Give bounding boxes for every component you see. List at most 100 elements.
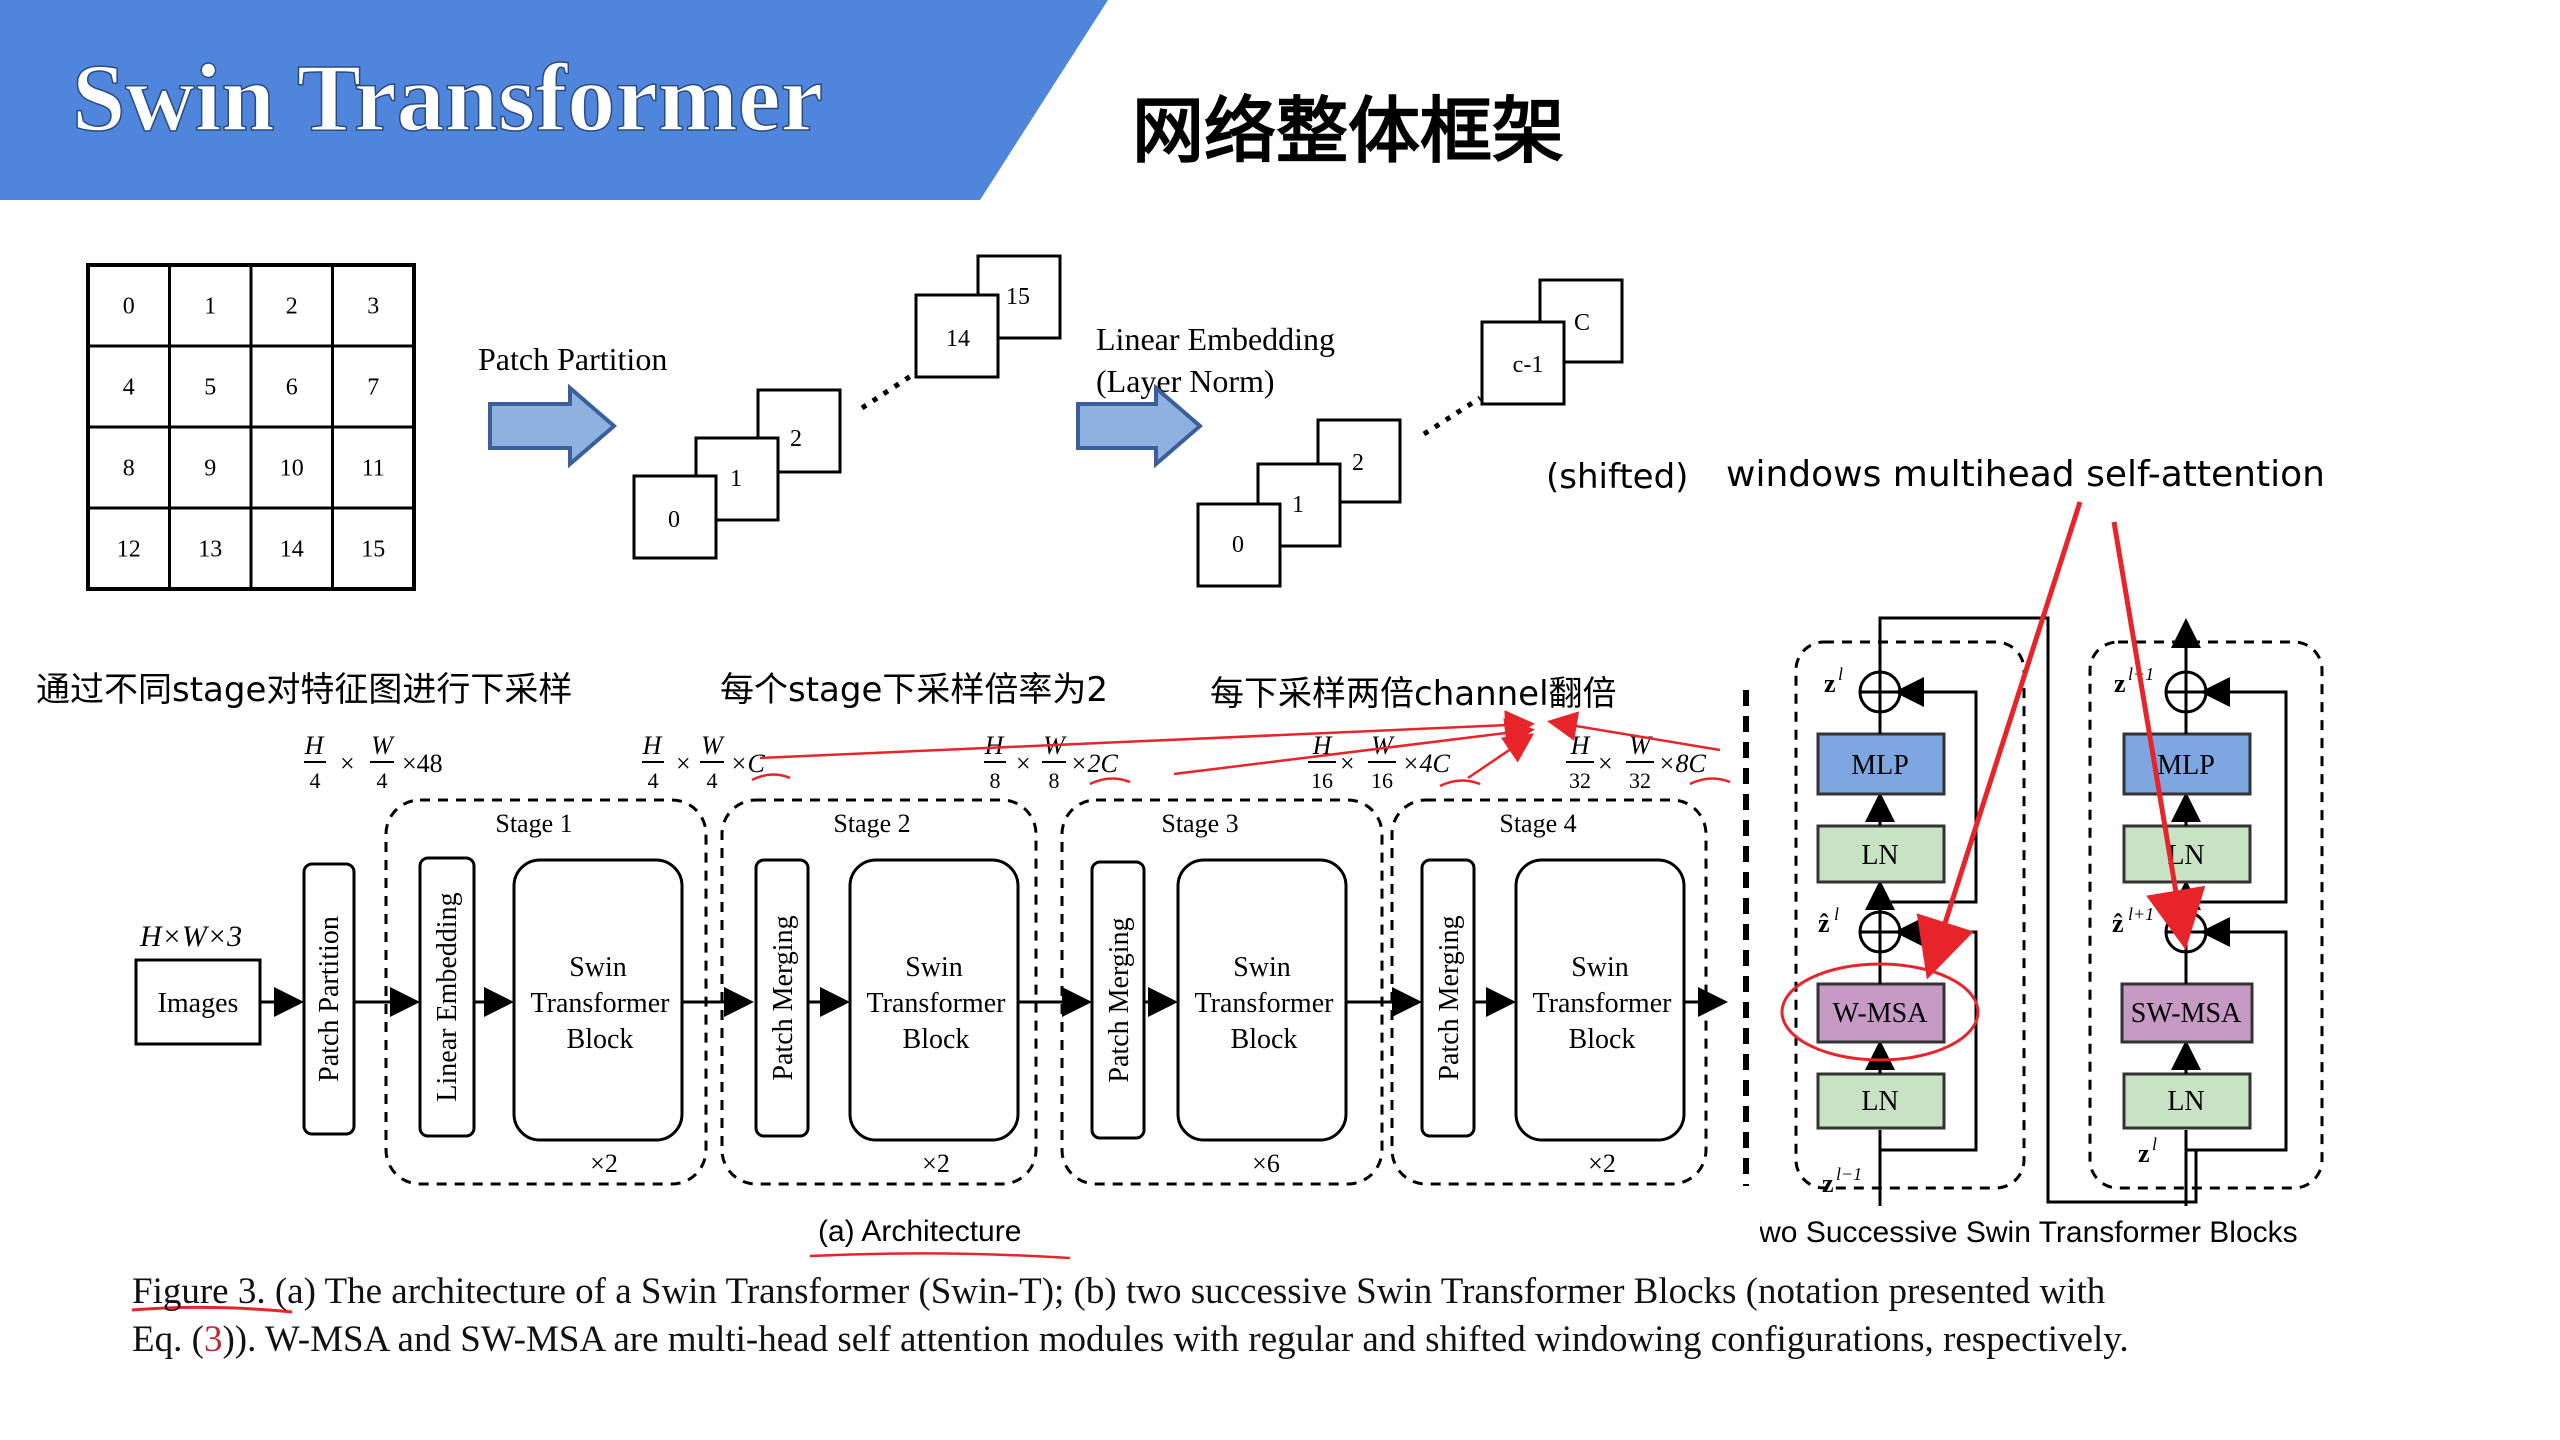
- svg-text:H: H: [642, 731, 663, 760]
- grid-cell: 13: [198, 537, 222, 563]
- grid-cell: 14: [280, 537, 304, 563]
- stage-1-label: Stage 1: [495, 809, 572, 838]
- grid-cell: 15: [361, 537, 385, 563]
- svg-text:×2C: ×2C: [1070, 749, 1119, 778]
- svg-text:Block: Block: [1569, 1024, 1636, 1055]
- partition-arrow: [488, 383, 618, 469]
- embedding-stack-label: 1: [1292, 492, 1304, 518]
- patch-merging-box-3: [1090, 860, 1146, 1140]
- svg-text:z: z: [2138, 1139, 2150, 1168]
- svg-text:32: 32: [1629, 768, 1651, 793]
- grid-cell: 3: [367, 294, 379, 320]
- svg-text:l: l: [1834, 904, 1839, 924]
- svg-text:8: 8: [1049, 768, 1060, 793]
- svg-text:l+1: l+1: [2128, 904, 2154, 924]
- header-banner: Swin Transformer: [0, 0, 1108, 200]
- svg-text:×: ×: [676, 749, 691, 778]
- dim-label-2: H 8 × W 8 ×2C: [984, 731, 1119, 793]
- wmsa-note: windows multihead self-attention: [1726, 454, 2325, 495]
- embedding-stack-label: 0: [1232, 532, 1244, 558]
- partition-far-label: 15: [1006, 284, 1030, 310]
- svg-text:Swin: Swin: [1571, 952, 1629, 983]
- svg-text:4: 4: [707, 768, 718, 793]
- grid-cell: 12: [117, 537, 141, 563]
- dim-label-1: H 4 × W 4 ×C: [642, 731, 766, 793]
- svg-text:×: ×: [1598, 749, 1613, 778]
- grid-cell: 10: [280, 456, 304, 482]
- svg-text:z: z: [1824, 669, 1836, 698]
- architecture-diagram: H 4 × W 4 ×48 H 4 × W 4 ×C H 8 × W 8 ×2C…: [134, 731, 1728, 1248]
- swin-block-3: [1176, 858, 1348, 1142]
- svg-text:W-MSA: W-MSA: [1833, 998, 1929, 1029]
- svg-text:W: W: [1371, 731, 1395, 760]
- stage-note: 通过不同stage对特征图进行下采样: [36, 670, 573, 710]
- svg-text:×4C: ×4C: [1402, 749, 1451, 778]
- svg-text:W: W: [371, 731, 395, 760]
- dim-label-3: H 16 × W 16 ×4C: [1308, 731, 1451, 793]
- svg-text:×: ×: [1016, 749, 1031, 778]
- grid-cell: 9: [204, 456, 216, 482]
- svg-text:16: 16: [1311, 768, 1333, 793]
- swin-block-1: [512, 858, 684, 1142]
- svg-text:H: H: [304, 731, 325, 760]
- dim-label-4: H 32 × W 32 ×8C: [1566, 731, 1707, 793]
- grid-cell: 4: [123, 375, 135, 401]
- stage-1-frame: [384, 798, 708, 1186]
- grid-cell: 7: [367, 375, 379, 401]
- swin-block-4: [1514, 858, 1686, 1142]
- svg-text:SW-MSA: SW-MSA: [2131, 998, 2242, 1029]
- input-dims: H×W×3: [139, 920, 242, 953]
- patch-partition-box: [302, 862, 356, 1136]
- stage-4-label: Stage 4: [1499, 809, 1576, 838]
- equation-ref-link[interactable]: 3: [203, 1319, 223, 1360]
- svg-text:Patch Merging: Patch Merging: [768, 915, 799, 1080]
- patch-merging-box-2: [754, 858, 810, 1138]
- svg-text:LN: LN: [1861, 840, 1898, 871]
- svg-text:4: 4: [648, 768, 659, 793]
- svg-text:Block: Block: [903, 1024, 970, 1055]
- embedding-stack-label: 2: [1352, 450, 1364, 476]
- dim-label-0: H 4 × W 4 ×48: [304, 731, 443, 793]
- ln-box-left-lower: [1816, 1072, 1946, 1130]
- stage-3-frame: [1060, 798, 1384, 1186]
- swmsa-box: [2120, 982, 2254, 1044]
- stage-3-label: Stage 3: [1161, 809, 1238, 838]
- block-left-frame: [1794, 640, 2026, 1190]
- images-box: [134, 958, 262, 1046]
- svg-text:l+1: l+1: [2128, 664, 2154, 684]
- stage-2-frame: [720, 798, 1038, 1186]
- svg-text:×C: ×C: [730, 749, 766, 778]
- patch-merging-box-4: [1420, 858, 1476, 1138]
- linear-embedding-label: Linear Embedding: [432, 892, 463, 1101]
- images-label: Images: [158, 988, 239, 1019]
- stage-2-repeat: ×2: [922, 1149, 950, 1178]
- svg-text:Patch Merging: Patch Merging: [1434, 915, 1465, 1080]
- banner-title: Swin Transformer: [72, 44, 823, 151]
- svg-text:8: 8: [990, 768, 1001, 793]
- svg-text:ẑ: ẑ: [2112, 909, 2124, 938]
- svg-text:H: H: [1570, 731, 1591, 760]
- svg-text:LN: LN: [2167, 1086, 2204, 1117]
- svg-text:l: l: [2152, 1134, 2157, 1154]
- grid-cell: 0: [123, 294, 135, 320]
- svg-text:LN: LN: [2167, 840, 2204, 871]
- stage-2-label: Stage 2: [833, 809, 910, 838]
- partition-stack: 2 1 0 15 14: [632, 254, 1062, 560]
- figure-caption: Figure 3. (a) The architecture of a Swin…: [132, 1268, 2472, 1364]
- partition-label: Patch Partition: [478, 341, 667, 377]
- svg-text:W: W: [1629, 731, 1653, 760]
- svg-text:MLP: MLP: [1851, 750, 1909, 781]
- linear-embedding-box: [418, 856, 476, 1138]
- separator: [1743, 690, 1749, 1186]
- grid-cell: 11: [362, 456, 385, 482]
- stage-3-repeat: ×6: [1252, 1149, 1280, 1178]
- grid-cell: 6: [286, 375, 298, 401]
- caption-line-2: Eq. (3)). W-MSA and SW-MSA are multi-hea…: [132, 1319, 2129, 1360]
- channel-note: 每下采样两倍channel翻倍: [1210, 674, 1617, 714]
- stage-1-repeat: ×2: [590, 1149, 618, 1178]
- svg-text:Transformer: Transformer: [867, 988, 1007, 1019]
- svg-text:4: 4: [310, 768, 321, 793]
- blocks-caption: (b) Two Successive Swin Transformer Bloc…: [1760, 1216, 2298, 1249]
- embedding-label-2: (Layer Norm): [1096, 363, 1275, 399]
